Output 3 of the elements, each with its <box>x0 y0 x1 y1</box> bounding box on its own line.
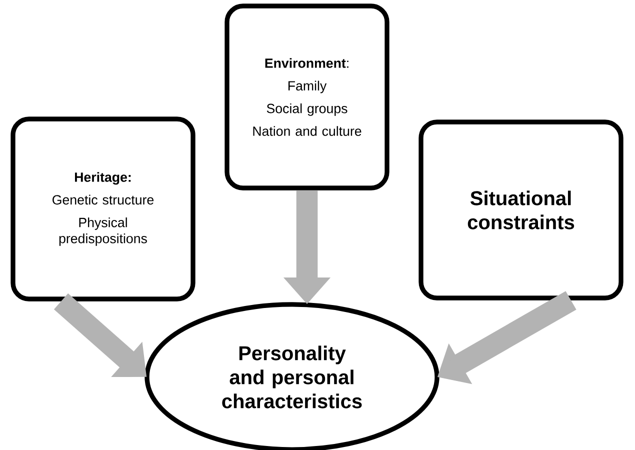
factor-box: Environment: Family Social groups Nation and culture <box>224 4 390 190</box>
factor-box: Heritage: Genetic structure Physical predispositions <box>10 116 196 302</box>
factor-box: Situational constraints <box>418 120 624 300</box>
